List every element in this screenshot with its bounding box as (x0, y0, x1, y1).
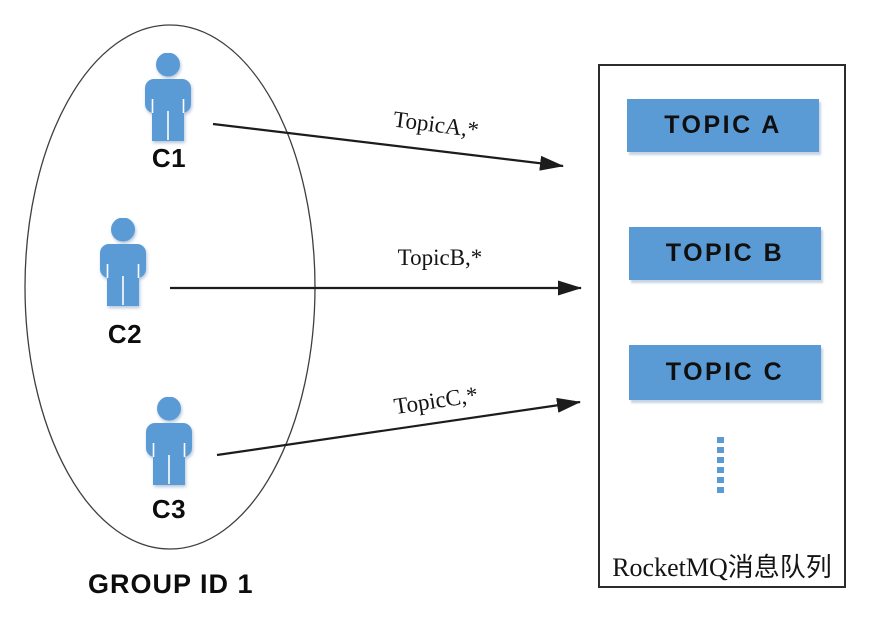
arrow-c3-to-topic-c (216, 397, 581, 457)
consumer-c2-label: C2 (107, 319, 143, 349)
more-topics-ellipsis-icon (717, 437, 724, 495)
rocketmq-queue-box: TOPIC A TOPIC B TOPIC C RocketMQ消息队列 (598, 64, 846, 588)
consumer-c3-label: C3 (151, 494, 187, 524)
queue-caption: RocketMQ消息队列 (612, 553, 832, 582)
topic-a-box: TOPIC A (627, 99, 819, 152)
arrow-label-topic-b: TopicB,* (397, 245, 483, 270)
topic-b-box: TOPIC B (629, 227, 821, 280)
consumer-c1-person-icon (145, 52, 191, 141)
topic-c-box: TOPIC C (629, 345, 821, 400)
consumer-c2-person-icon (100, 217, 146, 306)
consumer-c1-label: C1 (151, 143, 187, 173)
consumer-c3-person-icon (146, 396, 192, 485)
group-id-label: GROUP ID 1 (88, 569, 254, 599)
arrow-c1-to-topic-a (212, 122, 564, 171)
